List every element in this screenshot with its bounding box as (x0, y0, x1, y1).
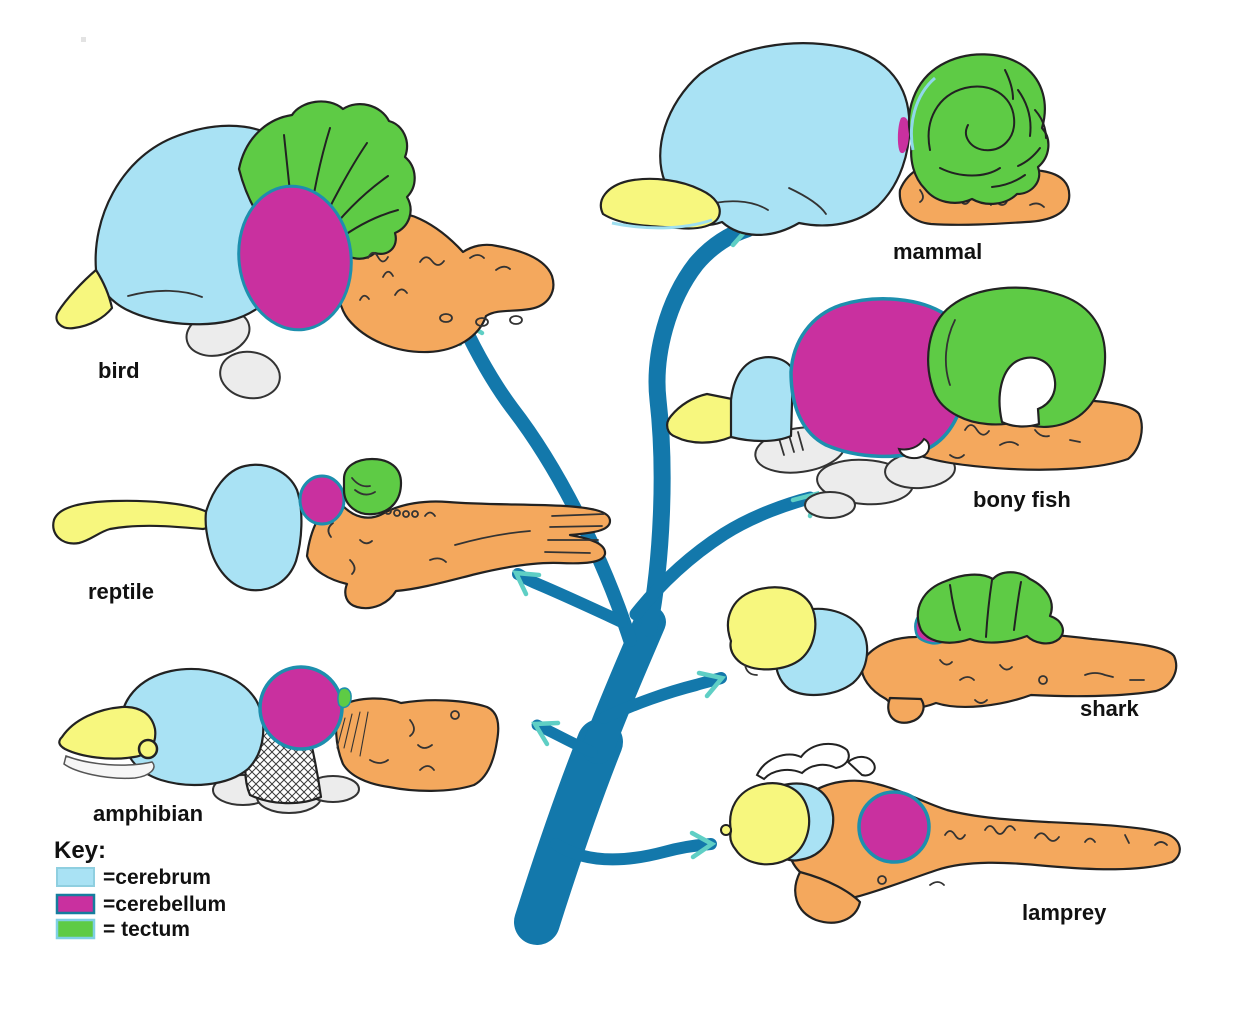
shark-tectum-clefts (949, 579, 1022, 638)
amphibian-olfactory-nub (137, 738, 159, 760)
bony-fish-tectum-inner-line (945, 319, 956, 386)
bird-cerebrum-sulcus (127, 289, 203, 298)
shark-olfactory-notch (744, 664, 758, 676)
amphibian-cerebellum-region (258, 665, 344, 751)
legend-label-cerebellum: =cerebellum (103, 893, 226, 916)
lamprey-brainstem-bulge (794, 870, 862, 924)
mammal-folded-cyan-edge (909, 76, 936, 151)
arrowhead-amphibian (531, 720, 561, 747)
tree-trunk-lower (514, 719, 623, 945)
reptile-tectum-region (342, 457, 403, 516)
legend-label-tectum: = tectum (103, 918, 190, 941)
lamprey-brainstem-texture (869, 825, 1168, 886)
arrowhead-lamprey (689, 830, 717, 860)
reptile-olfactory-region (52, 499, 213, 545)
bony-fish-brain (666, 286, 1143, 519)
mammal-folds (927, 69, 1047, 188)
lamprey-olfactory-nub (720, 824, 732, 836)
bony-fish-tectum-notch (998, 356, 1057, 428)
legend-label-cerebrum: =cerebrum (103, 866, 211, 889)
lamprey-dorsal-loop-right (846, 756, 876, 777)
bony-fish-label: bony fish (973, 487, 1071, 512)
mammal-olfactory-cyan-edge (611, 218, 713, 230)
bony-fish-white-curl (897, 437, 930, 460)
mammal-cerebellum-sliver (897, 117, 910, 154)
bony-fish-olfactory-region (666, 392, 739, 444)
lamprey-brainstem-region (787, 779, 1181, 901)
amphibian-cerebrum-region (119, 667, 265, 787)
branch-to-reptile (512, 568, 628, 628)
reptile-label: reptile (88, 579, 154, 604)
lamprey-brain (720, 742, 1181, 924)
reptile-tectum-texture (351, 477, 376, 496)
reptile-cerebellum-region (298, 474, 346, 526)
branch-to-bird (457, 319, 637, 647)
bird-brain (55, 100, 555, 400)
evolution-tree (457, 220, 820, 945)
branch-to-lamprey (550, 838, 717, 866)
shark-brain (726, 571, 1178, 724)
shark-brainstem-bulge (887, 696, 925, 724)
scan-speck (81, 37, 86, 42)
lamprey-dorsal-loop-left (755, 742, 850, 781)
lamprey-cerebellum-region (857, 790, 931, 864)
shark-brainstem-texture (939, 659, 1145, 704)
amphibian-tectum-sliver (337, 687, 352, 709)
mammal-brain (599, 42, 1071, 236)
reptile-cerebrum-region (204, 463, 303, 592)
shark-tectum-region (916, 571, 1064, 645)
arrowhead-shark (696, 670, 727, 699)
mammal-label: mammal (893, 239, 982, 264)
branch-to-bony-fish (629, 491, 817, 621)
bird-cerebellum-region (237, 184, 353, 332)
legend-title: Key: (54, 837, 106, 864)
branch-to-amphibian (531, 719, 598, 758)
shark-label: shark (1080, 696, 1139, 721)
legend-swatch-tectum (55, 918, 96, 940)
amphibian-brainstem-texture (336, 710, 460, 771)
legend-swatch-cerebrum (56, 867, 95, 887)
reptile-brainstem-texture (327, 507, 605, 575)
reptile-brain (52, 457, 612, 610)
legend: Key: =cerebrum =cerebellum = tectum (54, 837, 226, 941)
bird-brainstem-texture (359, 251, 523, 327)
mammal-hindbrain-folded-region (907, 53, 1050, 205)
shark-olfactory-region (726, 586, 817, 671)
bony-fish-cerebrum-region (729, 356, 795, 443)
amphibian-brain (58, 665, 500, 814)
amphibian-snout-lip (63, 755, 155, 780)
reptile-brainstem-region (305, 498, 612, 610)
bony-fish-tectum-region (927, 286, 1107, 428)
arrowhead-reptile (512, 570, 542, 597)
lamprey-olfactory-region (729, 782, 811, 866)
lamprey-label: lamprey (1022, 900, 1107, 925)
bird-label: bird (98, 358, 140, 383)
bird-olfactory-region (55, 268, 114, 330)
branch-to-mammal (640, 220, 756, 637)
legend-swatch-cerebellum (55, 893, 96, 915)
amphibian-label: amphibian (93, 801, 203, 826)
branch-to-shark (598, 672, 727, 724)
